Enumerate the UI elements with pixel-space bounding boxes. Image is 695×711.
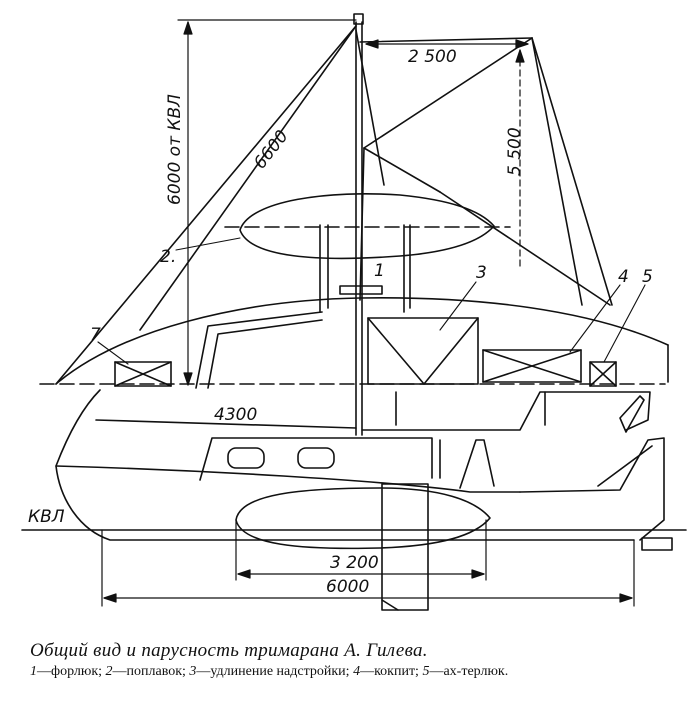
dim-luff-label: 6600	[250, 127, 292, 173]
dim-gaff-label: 2 500	[408, 47, 457, 67]
deck-curve	[39, 297, 669, 385]
callout-4: 4	[618, 267, 629, 287]
dim-leech-label: 5 500	[505, 127, 525, 176]
legend-num-4: 4	[353, 664, 361, 679]
legend-num-1: 1	[30, 664, 37, 679]
callout-2: 2.	[160, 247, 176, 267]
main-hull	[55, 389, 665, 541]
jib-sail	[55, 25, 385, 385]
legend-text-3: —удлинение надстройки;	[196, 664, 354, 679]
mainsail	[359, 37, 613, 306]
caption-legend: 1—форлюк; 2—поплавок; 3—удлинение надстр…	[30, 664, 680, 680]
forehatch	[114, 361, 172, 387]
legend-num-3: 3	[189, 664, 197, 679]
callout-leaders	[97, 237, 646, 365]
legend-text-2: —поплавок;	[112, 664, 190, 679]
waterline-label: КВЛ	[28, 507, 65, 527]
caption-title: Общий вид и парусность тримарана А. Гиле…	[30, 640, 428, 661]
height-dimension	[177, 19, 357, 386]
gaff-dimension	[365, 39, 529, 271]
dim-overall-label: 6000	[326, 577, 369, 597]
callout-3: 3	[476, 263, 487, 283]
bottom-dimensions	[101, 519, 635, 607]
cockpit	[482, 349, 582, 383]
cabin	[195, 311, 479, 389]
legend-text-4: —кокпит;	[360, 664, 423, 679]
dim-float-label: 3 200	[330, 553, 379, 573]
float-lower	[235, 487, 491, 550]
legend-num-2: 2	[105, 664, 113, 679]
dim-height-label: 6000 от КВЛ	[165, 94, 185, 205]
callout-5: 5	[642, 267, 653, 287]
dim-deck-label: 4300	[214, 405, 257, 425]
float-upper	[224, 192, 511, 260]
callout-1: 1	[374, 261, 385, 281]
legend-text-1: —форлюк;	[37, 664, 106, 679]
afterhatch	[589, 361, 617, 387]
figure-caption: Общий вид и парусность тримарана А. Гиле…	[30, 640, 680, 680]
centerboard	[381, 483, 673, 611]
legend-num-5: 5	[422, 664, 430, 679]
legend-text-5: —ах-терлюк.	[429, 664, 509, 679]
callout-7: 7	[90, 325, 101, 345]
trimaran-drawing: 6000 от КВЛ 6600 2 500 5 500 4300 3 200 …	[21, 13, 687, 611]
